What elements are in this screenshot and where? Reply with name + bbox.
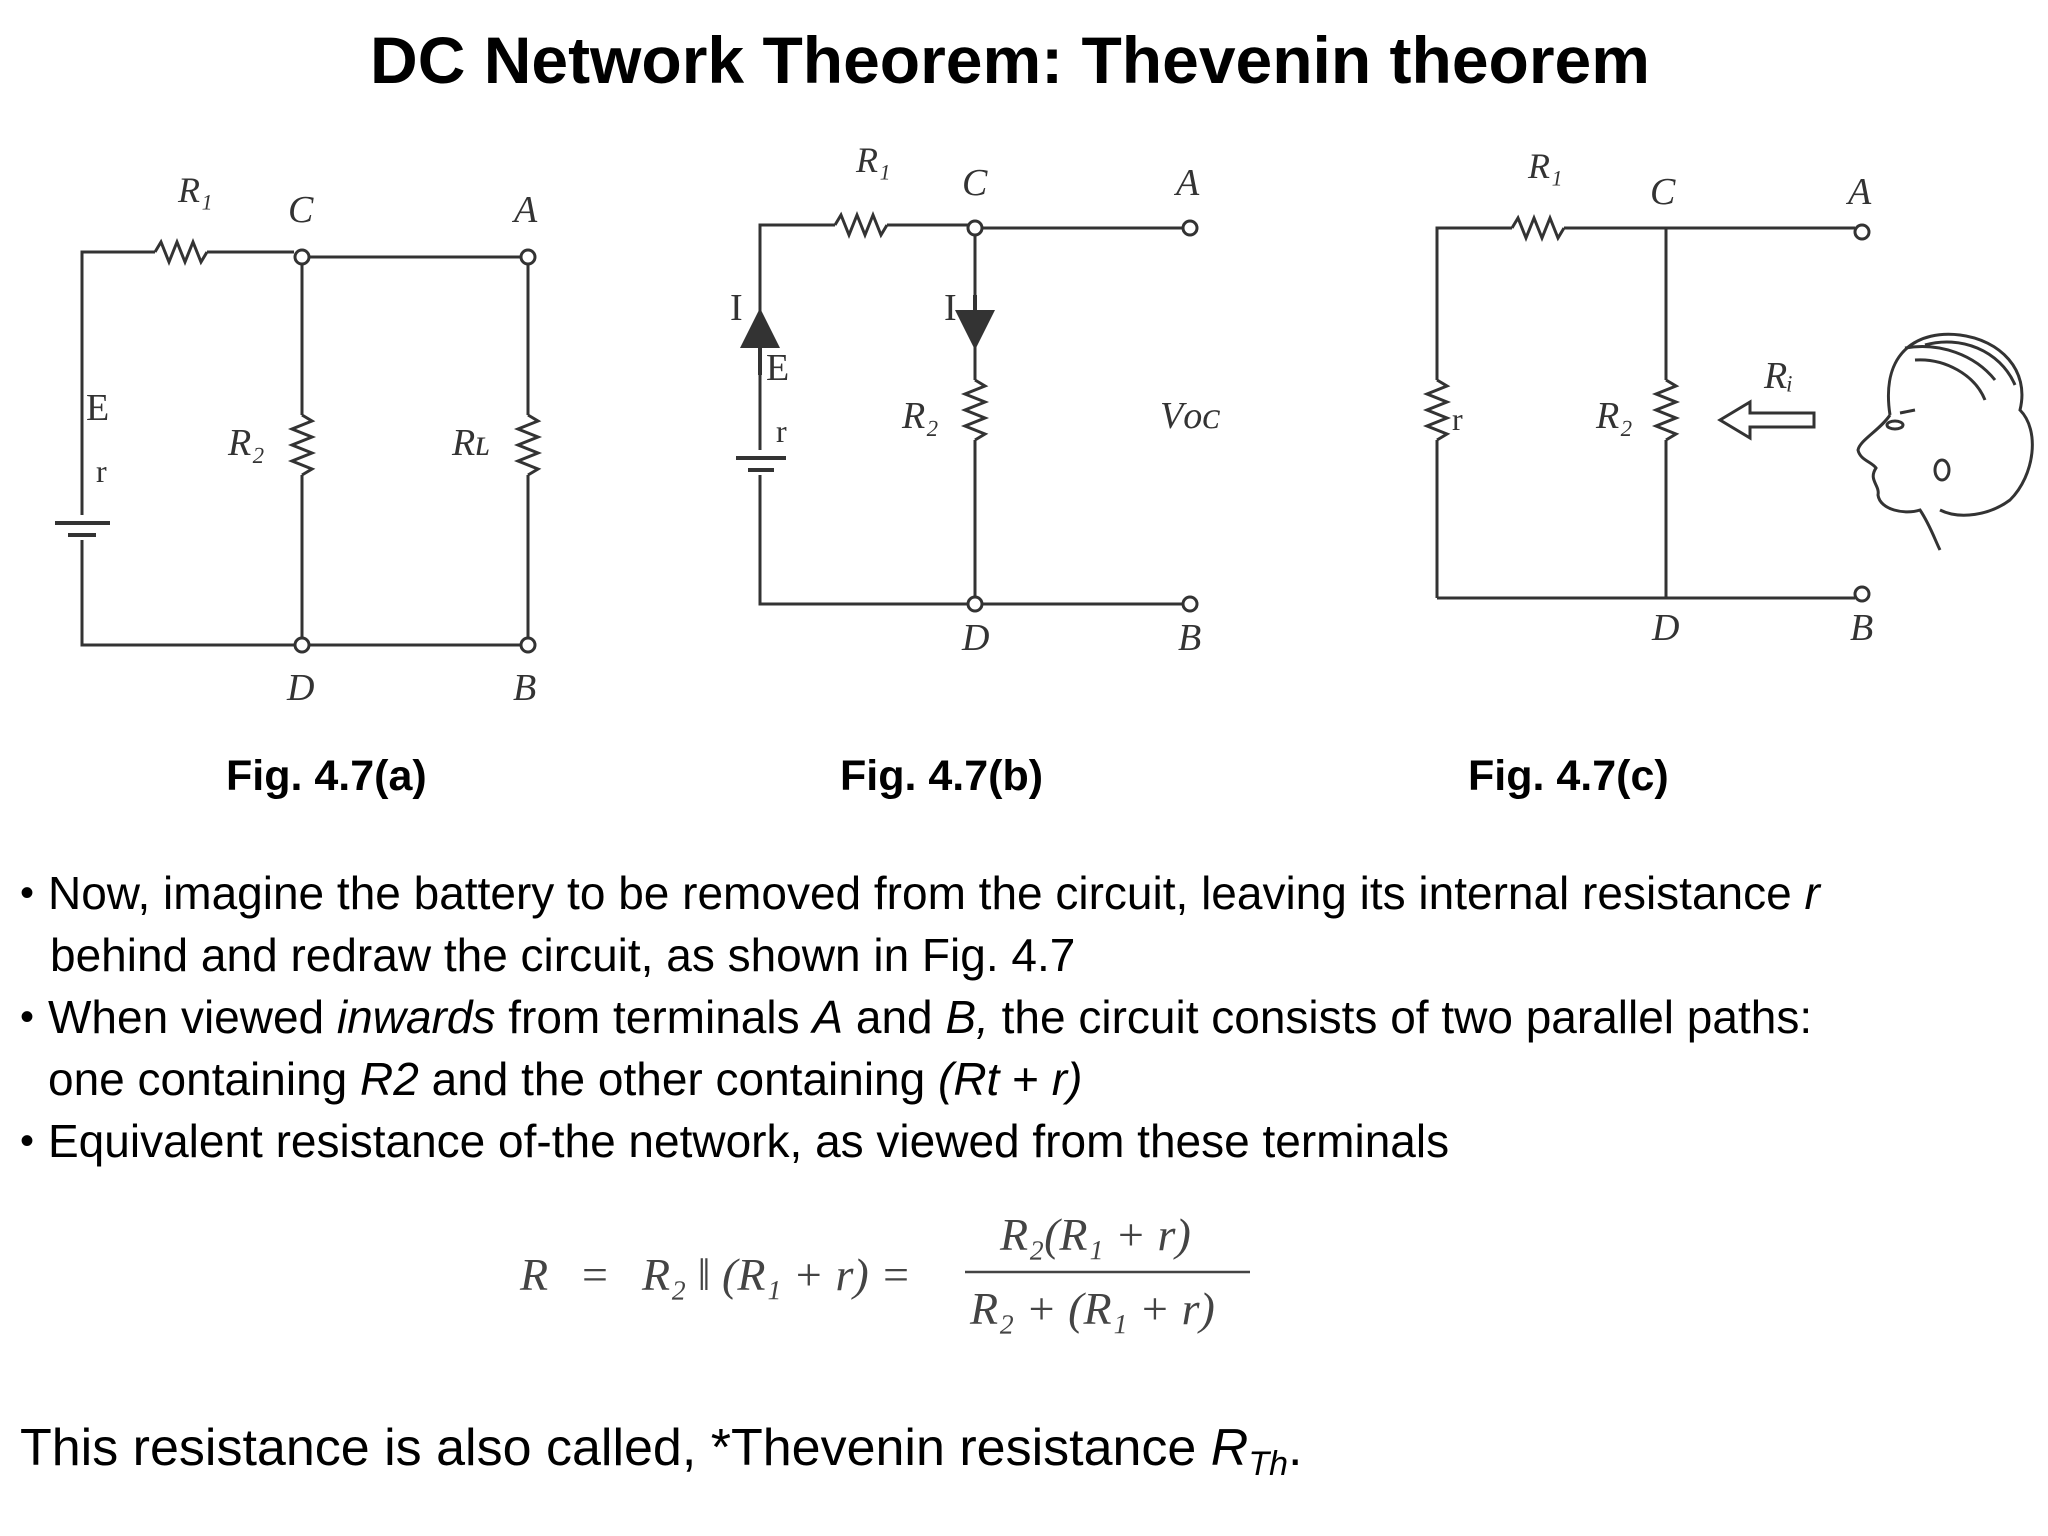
fig-a-terminal-b (519, 636, 537, 654)
formula: R = R₂ ‖ (R₁ + r) = R₂(R₁ + r) R₂ + (R₁ … (510, 1200, 1270, 1350)
fig-a-label-d: D (286, 667, 314, 709)
fig-c-terminal-a (1853, 223, 1871, 241)
fig-b-label-c: C (962, 162, 988, 204)
fig-b-label-e: E (766, 347, 789, 389)
fig-b-label-voc: Vᴏᴄ (1160, 395, 1220, 437)
bullet-dot: • (20, 1119, 35, 1163)
fig-a-label-c: C (288, 189, 314, 231)
fig-c-caption: Fig. 4.7(c) (1468, 752, 1669, 800)
fig-a-label-e: E (86, 387, 109, 429)
fig-b-label-b: B (1178, 617, 1201, 659)
fig-c-observer-face (1856, 332, 2034, 551)
figure-b-circuit (736, 210, 1199, 613)
formula-middle: R₂ ‖ (R₁ + r) = (641, 1249, 911, 1300)
fig-b-r1-resistor (833, 210, 889, 240)
fig-c-label-d: D (1651, 607, 1679, 649)
fig-c-label-r2: R₂ (1595, 395, 1632, 437)
formula-numerator: R₂(R₁ + r) (999, 1209, 1191, 1260)
fig-a-r2-resistor (287, 413, 317, 477)
fig-c-label-ri: Rᵢ (1763, 355, 1793, 397)
fig-c-looking-in-arrow (1717, 399, 1816, 441)
formula-lhs: R (519, 1249, 548, 1300)
fig-c-label-a: A (1845, 171, 1872, 213)
fig-b-label-d: D (961, 617, 989, 659)
fig-a-r1-resistor (153, 237, 209, 267)
fig-a-label-r2: R₂ (227, 422, 264, 464)
fig-a-node-c (293, 248, 311, 266)
formula-eq: = (582, 1249, 608, 1300)
fig-c-terminal-b (1853, 585, 1871, 603)
bullet-item: • Now, imagine the battery to be removed… (20, 862, 2030, 986)
fig-b-label-r1: R₁ (855, 140, 891, 180)
bullet-dot: • (20, 871, 35, 915)
fig-c-label-b: B (1850, 607, 1873, 649)
rth-symbol: R (1210, 1419, 1249, 1477)
fig-a-terminal-a (519, 248, 537, 266)
bullet-item: • Equivalent resistance of-the network, … (20, 1110, 2030, 1172)
slide-title: DC Network Theorem: Thevenin theorem (370, 23, 1650, 97)
fig-b-node-d (966, 595, 984, 613)
fig-b-label-a: A (1173, 162, 1200, 204)
fig-a-label-r1: R₁ (177, 170, 213, 210)
fig-b-caption: Fig. 4.7(b) (840, 752, 1044, 800)
fig-a-node-d (293, 636, 311, 654)
fig-c-label-r: r (1452, 401, 1463, 437)
fig-c-r2-resistor (1651, 378, 1681, 442)
fig-c-r-resistor (1422, 378, 1452, 442)
fig-c-label-r1: R₁ (1527, 146, 1563, 186)
closing-statement: This resistance is also called, *Theveni… (20, 1419, 1303, 1483)
fig-a-caption: Fig. 4.7(a) (226, 752, 427, 800)
fig-a-label-r: r (96, 453, 107, 489)
fig-b-terminal-b (1181, 595, 1199, 613)
circuit-figures: R₁ C A E r R₂ Rʟ D B R₁ C A I E r I R₂ V… (55, 140, 2034, 709)
figure-a-circuit (55, 237, 543, 654)
bullet-1-continuation: behind and redraw the circuit, as shown … (50, 929, 1076, 981)
bullet-list: • Now, imagine the battery to be removed… (20, 862, 2030, 1172)
rth-subscript: Th (1248, 1445, 1289, 1483)
fig-b-label-i-left: I (730, 287, 743, 329)
formula-denominator: R₂ + (R₁ + r) (969, 1283, 1215, 1334)
fig-a-label-b: B (513, 667, 536, 709)
fig-c-r1-resistor (1510, 213, 1566, 243)
bullet-1-text: Now, imagine the battery to be removed f… (48, 867, 1820, 919)
fig-b-label-i-mid: I (944, 287, 957, 329)
bullet-3-text: Equivalent resistance of-the network, as… (48, 1115, 1450, 1167)
bullet-item: • When viewed inwards from terminals A a… (20, 986, 2030, 1110)
fig-b-label-r: r (776, 413, 787, 449)
bullet-2-continuation: one containing R2 and the other containi… (48, 1053, 1083, 1105)
fig-b-node-c (966, 219, 984, 237)
bullet-2-text: When viewed inwards from terminals A and… (48, 991, 1813, 1043)
bullet-dot: • (20, 995, 35, 1039)
fig-b-terminal-a (1181, 219, 1199, 237)
fig-b-label-r2: R₂ (901, 395, 938, 437)
fig-c-label-c: C (1650, 171, 1676, 213)
fig-a-label-rl: Rʟ (451, 422, 490, 464)
fig-b-r2-resistor (960, 378, 990, 442)
fig-a-rl-resistor (513, 413, 543, 477)
figure-c-circuit (1422, 213, 2034, 603)
fig-a-label-a: A (511, 189, 538, 231)
